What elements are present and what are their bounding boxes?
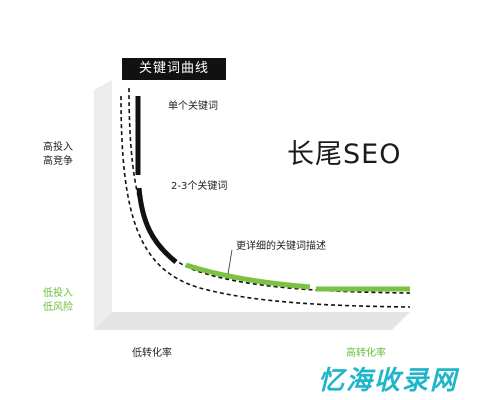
leader-detailed	[227, 249, 233, 275]
y-axis-wall	[94, 80, 112, 330]
main-title: 长尾SEO	[287, 139, 402, 170]
y-high-line1: 高投入	[43, 142, 73, 153]
curve-title: 关键词曲线	[122, 58, 226, 80]
y-low-line2: 低风险	[43, 302, 73, 313]
label-two-three-keywords: 2-3个关键词	[171, 181, 228, 192]
label-single-keyword: 单个关键词	[168, 101, 218, 112]
curve-dashed-lower	[120, 95, 411, 308]
segment-detailed-description-1	[185, 262, 311, 290]
watermark: 忆海收录网	[318, 366, 459, 396]
label-detailed-description: 更详细的关键词描述	[236, 241, 326, 252]
y-high-line2: 高竞争	[43, 156, 73, 167]
y-low-line1: 低投入	[43, 288, 73, 299]
segment-two-three-keywords	[136, 187, 178, 264]
x-high-label: 高转化率	[346, 348, 386, 359]
x-axis-floor	[94, 312, 410, 330]
x-low-label: 低转化率	[132, 348, 172, 359]
